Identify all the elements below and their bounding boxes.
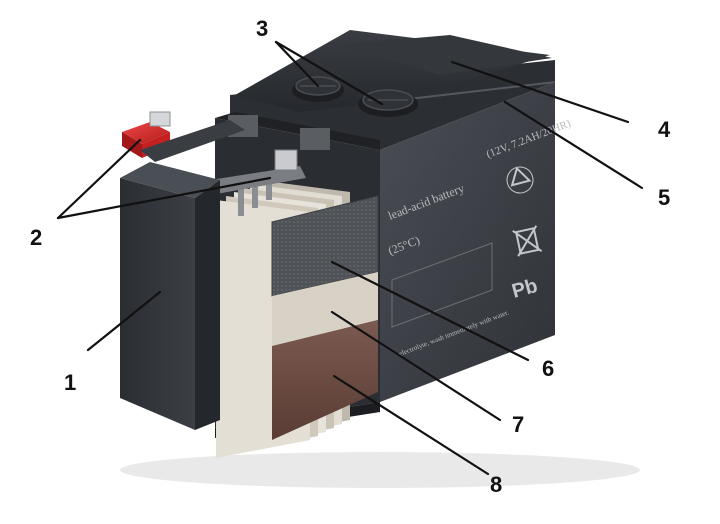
plate-lug-1 bbox=[238, 188, 244, 216]
callout-lines bbox=[56, 40, 644, 476]
callout-2: 2 bbox=[30, 225, 42, 250]
separator bbox=[272, 272, 378, 346]
floor-shadow bbox=[120, 452, 640, 488]
plate-stack bbox=[210, 149, 379, 458]
callout-numbers: 1 2 3 4 5 6 7 8 bbox=[30, 16, 671, 497]
red-terminal-side bbox=[122, 132, 142, 158]
lead-plate bbox=[272, 320, 378, 440]
terminal-bridge bbox=[140, 120, 245, 162]
lid-raised-panel bbox=[335, 35, 552, 75]
red-terminal-top bbox=[122, 122, 170, 144]
callout-5: 5 bbox=[658, 185, 670, 210]
leader-1 bbox=[86, 290, 162, 352]
leader-4 bbox=[450, 60, 630, 124]
leader-3a bbox=[274, 40, 320, 88]
case-end-wall bbox=[120, 111, 245, 430]
lid-seam bbox=[399, 81, 556, 101]
end-wall-front bbox=[120, 178, 195, 430]
label-box bbox=[391, 242, 493, 328]
recycle-icon bbox=[506, 166, 534, 194]
callout-7: 7 bbox=[512, 412, 524, 437]
callout-8: 8 bbox=[490, 472, 502, 497]
callout-3: 3 bbox=[256, 16, 268, 41]
callout-1: 1 bbox=[64, 370, 76, 395]
end-wall-side bbox=[195, 180, 220, 430]
plate-lug-2 bbox=[252, 180, 258, 208]
case-front-face bbox=[380, 82, 555, 402]
crossed-bin-icon bbox=[512, 225, 543, 257]
end-wall-top bbox=[120, 162, 220, 198]
leader-8 bbox=[332, 374, 490, 476]
inner-terminal bbox=[274, 149, 298, 171]
leader-7 bbox=[330, 310, 502, 422]
leader-2a bbox=[56, 138, 142, 220]
callout-4: 4 bbox=[658, 117, 671, 142]
leader-6 bbox=[330, 260, 530, 362]
cell-wall-2 bbox=[300, 128, 330, 150]
terminal-tab bbox=[149, 111, 171, 127]
leader-3b bbox=[274, 40, 384, 106]
leader-2b bbox=[56, 176, 272, 220]
leader-5 bbox=[503, 100, 644, 190]
callout-6: 6 bbox=[542, 356, 554, 381]
plate-lug-3 bbox=[266, 172, 272, 200]
